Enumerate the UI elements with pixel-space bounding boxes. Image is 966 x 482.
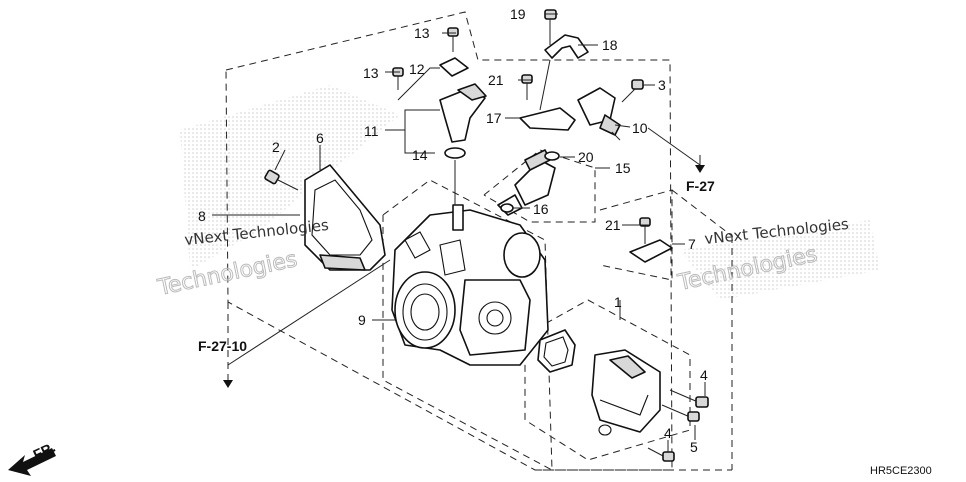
- shading-left: [180, 85, 400, 270]
- cover-part-6[interactable]: [304, 164, 386, 271]
- diagram-code: HR5CE2300: [870, 465, 932, 477]
- arrow-f2710: [223, 380, 233, 388]
- bolt-3[interactable]: [621, 79, 644, 103]
- guide-bracket: [539, 59, 551, 111]
- callout-15: 15: [615, 160, 631, 176]
- callout-21-right: 21: [605, 217, 621, 233]
- front-direction-arrow: [8, 448, 56, 476]
- bolt-4-lower[interactable]: [647, 447, 675, 462]
- callout-2: 2: [272, 139, 280, 155]
- callout-16: 16: [533, 201, 549, 217]
- callout-7: 7: [688, 236, 696, 252]
- screw-13-left[interactable]: [392, 67, 404, 90]
- front-label: FR.: [31, 439, 58, 463]
- ref-f27[interactable]: F-27: [686, 178, 715, 194]
- bolt-19[interactable]: [544, 9, 557, 45]
- map-sensor-11[interactable]: [439, 83, 487, 143]
- frame-right-diag: [671, 189, 733, 237]
- callout-4-upper: 4: [700, 367, 708, 383]
- frame-outline: [225, 11, 673, 471]
- o-ring-14[interactable]: [444, 147, 466, 159]
- screw-21-right[interactable]: [639, 217, 651, 244]
- link-plate-7[interactable]: [629, 239, 673, 263]
- callout-4-lower: 4: [664, 425, 672, 441]
- shading-right: [680, 220, 880, 300]
- gasket[interactable]: [537, 329, 576, 373]
- throttle-body-9[interactable]: [391, 204, 549, 366]
- callout-11: 11: [364, 123, 379, 139]
- callout-9: 9: [358, 312, 366, 328]
- plate-12[interactable]: [439, 57, 469, 77]
- screw-21-top[interactable]: [521, 74, 533, 100]
- callout-10: 10: [632, 120, 648, 136]
- bracket-17[interactable]: [519, 107, 576, 131]
- callout-1: 1: [614, 294, 622, 310]
- o-ring-20[interactable]: [544, 151, 560, 161]
- arrow-f27: [695, 165, 705, 173]
- callout-19: 19: [510, 6, 526, 22]
- sensor-box: [524, 299, 691, 461]
- callout-5: 5: [690, 439, 698, 455]
- clamp-18[interactable]: [544, 34, 589, 59]
- callout-20: 20: [578, 149, 594, 165]
- callout-17: 17: [486, 110, 502, 126]
- bolt-5[interactable]: [661, 404, 700, 422]
- seal-16[interactable]: [500, 203, 514, 213]
- screw-13-top[interactable]: [447, 27, 459, 52]
- leader-lines: [212, 13, 706, 452]
- callout-6: 6: [316, 130, 324, 146]
- callout-13-top: 13: [414, 25, 430, 41]
- callout-12: 12: [409, 61, 425, 77]
- callout-18: 18: [602, 37, 618, 53]
- callout-21-top: 21: [488, 72, 504, 88]
- callout-14: 14: [412, 147, 428, 163]
- injector-box: [483, 149, 596, 223]
- callout-8: 8: [198, 208, 206, 224]
- callout-3: 3: [658, 77, 666, 93]
- callout-13-left: 13: [363, 65, 379, 81]
- fuel-pipe-10[interactable]: [577, 87, 621, 141]
- bolt-4-upper[interactable]: [669, 389, 709, 408]
- throttle-sensor-1[interactable]: [591, 349, 661, 436]
- ref-f2710[interactable]: F-27-10: [198, 338, 247, 354]
- bolt-2[interactable]: [264, 169, 299, 191]
- link-box: [599, 189, 673, 281]
